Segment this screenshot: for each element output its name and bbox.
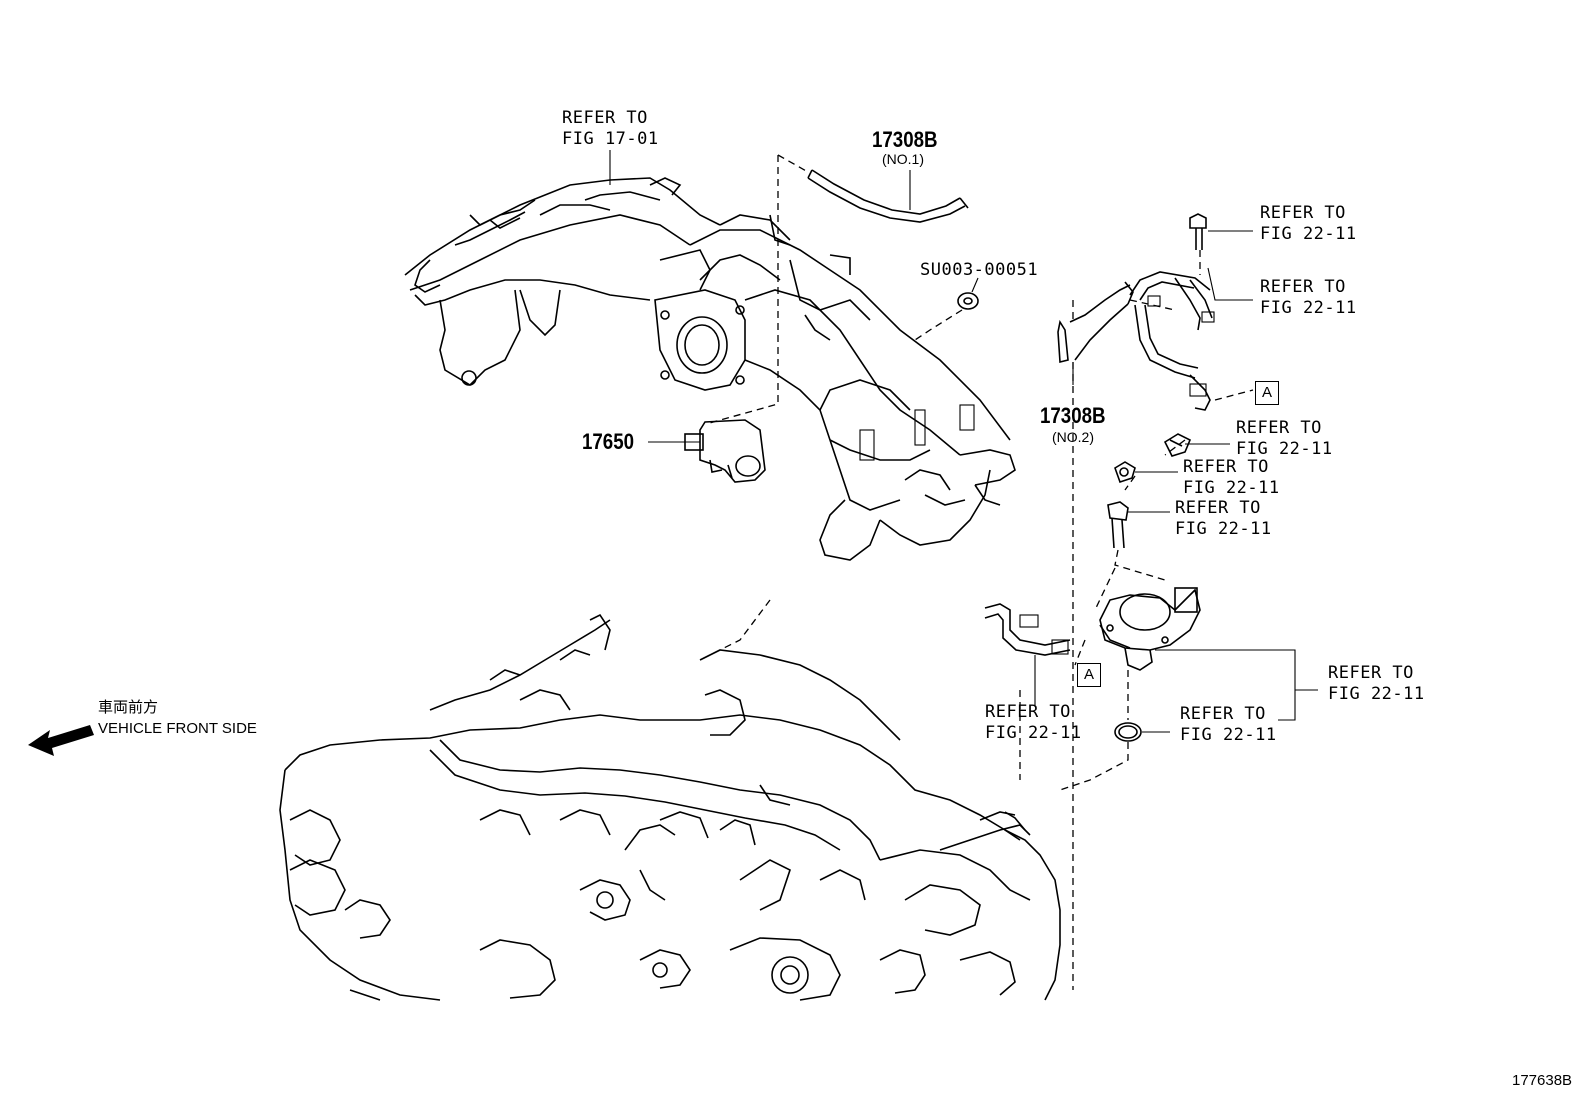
refer-22-11-d-line1: REFER TO [1183,457,1269,477]
figure-code: 177638B [1512,1072,1573,1089]
marker-a-bottom: A [1077,663,1101,687]
hose-no1-drawing [807,169,969,223]
refer-22-11-a-line1: REFER TO [1260,203,1346,223]
fasteners-drawing [1107,213,1207,549]
hose-no2-part-number: 17308B [1040,403,1106,428]
refer-22-11-h-line2: FIG 22-11 [1180,725,1277,745]
vsv-valve-drawing [684,419,766,483]
vehicle-front-arrow [28,725,94,756]
intake-manifold-drawing [404,177,1016,561]
refer-fig-17-01-line2: FIG 17-01 [562,129,659,149]
refer-22-11-g-line1: REFER TO [985,702,1071,722]
vehicle-front-english: VEHICLE FRONT SIDE [98,720,257,737]
refer-22-11-f-line1: REFER TO [1328,663,1414,683]
hose-no2-drawing [1057,271,1215,411]
refer-fig-17-01-line1: REFER TO [562,108,648,128]
hose-no1-part-number: 17308B [872,127,938,152]
refer-22-11-c-line1: REFER TO [1236,418,1322,438]
nut-drawing [957,292,979,310]
refer-22-11-b-line1: REFER TO [1260,277,1346,297]
refer-22-11-a-line2: FIG 22-11 [1260,224,1357,244]
refer-22-11-g-line2: FIG 22-11 [985,723,1082,743]
hose-no2-sub: (NO.2) [1052,429,1094,445]
assembly-dashed-lines [699,154,1254,990]
refer-22-11-e-line1: REFER TO [1175,498,1261,518]
vehicle-front-japanese: 車両前方 [98,699,159,716]
refer-22-11-f-line2: FIG 22-11 [1328,684,1425,704]
purge-valve-assembly-drawing [984,587,1201,742]
refer-22-11-e-line2: FIG 22-11 [1175,519,1272,539]
refer-22-11-c-line2: FIG 22-11 [1236,439,1333,459]
refer-22-11-d-line2: FIG 22-11 [1183,478,1280,498]
valve-part-number: 17650 [582,429,635,454]
engine-block-drawing [279,613,1061,1001]
leader-lines [609,150,1318,733]
refer-22-11-b-line2: FIG 22-11 [1260,298,1357,318]
refer-22-11-h-line1: REFER TO [1180,704,1266,724]
hose-no1-sub: (NO.1) [882,151,924,167]
marker-a-top: A [1255,381,1279,405]
nut-part-number: SU003-00051 [920,260,1039,280]
